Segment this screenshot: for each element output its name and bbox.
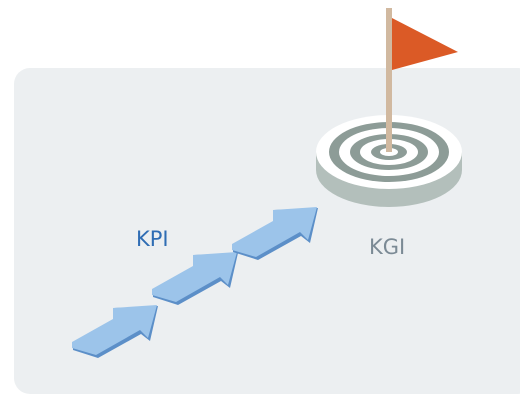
step-arrow-icon [72, 305, 158, 358]
step-arrow-icon [232, 207, 318, 260]
kgi-label: KGI [369, 235, 406, 259]
target-icon [316, 100, 462, 207]
step-arrow-icon [152, 252, 238, 305]
flag-icon [386, 8, 458, 168]
kpi-label: KPI [136, 227, 169, 251]
